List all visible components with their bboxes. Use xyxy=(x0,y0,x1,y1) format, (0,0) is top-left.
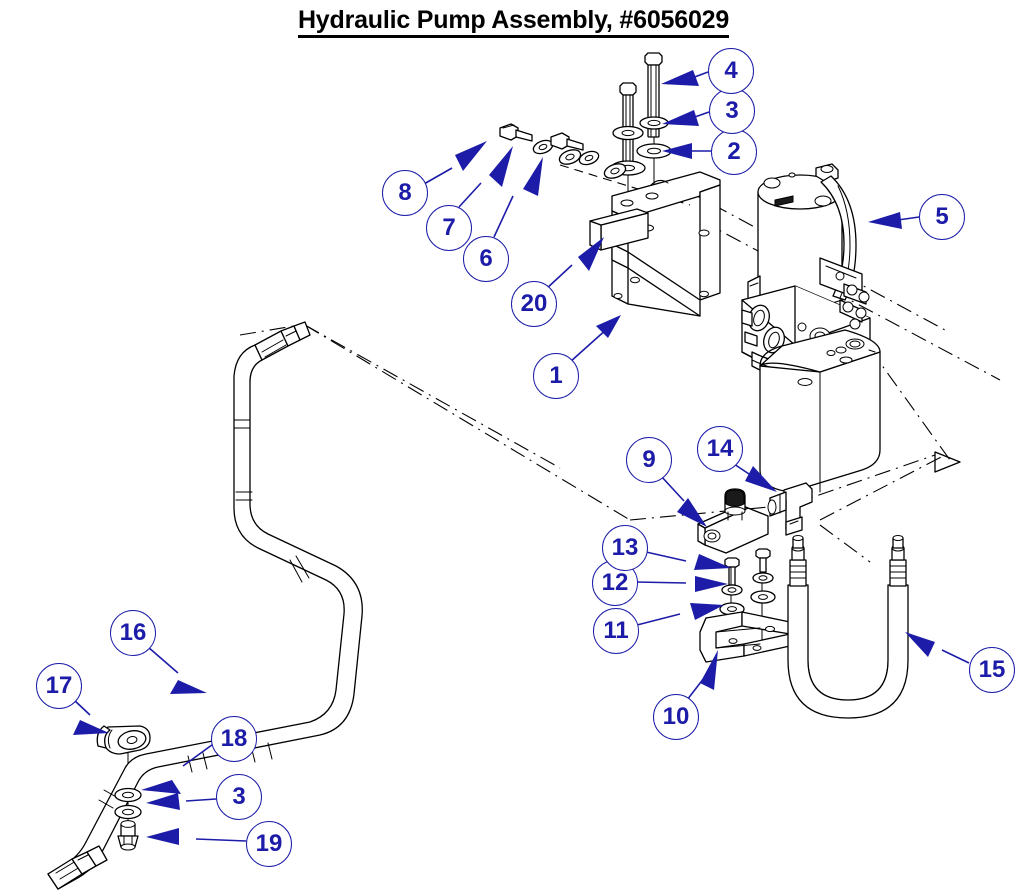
callout-balloon-1[interactable]: 1 xyxy=(533,353,579,399)
bolt-stud-lower xyxy=(117,820,139,851)
mounting-bracket xyxy=(611,171,721,317)
callout-balloon-17[interactable]: 17 xyxy=(36,663,82,709)
callout-balloon-13[interactable]: 13 xyxy=(602,525,648,571)
socket-bolt-left-2 xyxy=(550,132,584,151)
hydraulic-hose-long xyxy=(47,321,363,890)
elbow-fitting xyxy=(767,482,813,536)
flat-washer-11b xyxy=(750,590,776,604)
lock-washer-11b xyxy=(752,572,774,584)
hose-fitting-upper-left xyxy=(254,321,311,361)
callout-balloon-18[interactable]: 18 xyxy=(211,716,257,762)
callout-balloon-16[interactable]: 16 xyxy=(110,610,156,656)
callout-leaders xyxy=(72,70,970,845)
socket-bolt-left-1 xyxy=(499,123,533,142)
callout-balloon-20[interactable]: 20 xyxy=(511,281,557,327)
callout-balloon-6[interactable]: 6 xyxy=(463,236,509,282)
flat-washer-left-small xyxy=(558,149,582,165)
lock-washer-left-small xyxy=(532,139,554,155)
callout-balloon-8[interactable]: 8 xyxy=(382,170,428,216)
clamp-bracket xyxy=(699,611,791,663)
callout-balloon-3[interactable]: 3 xyxy=(709,88,755,134)
callout-balloon-15[interactable]: 15 xyxy=(969,647,1015,693)
construction-lines xyxy=(239,164,1001,563)
callout-balloon-7[interactable]: 7 xyxy=(426,205,472,251)
lock-washer-lower xyxy=(114,804,142,820)
callout-balloon-14[interactable]: 14 xyxy=(697,426,743,472)
callout-balloon-11[interactable]: 11 xyxy=(593,608,639,654)
hex-bolt-long-left xyxy=(619,82,637,164)
hex-bolt-short-b xyxy=(755,548,771,573)
lock-washer-11a xyxy=(721,584,743,596)
hex-bolt-short-a xyxy=(724,557,740,586)
callout-balloon-5[interactable]: 5 xyxy=(919,194,965,240)
valve-body xyxy=(697,488,769,554)
lock-washer-upper-right xyxy=(639,116,669,130)
callout-balloon-19[interactable]: 19 xyxy=(246,821,292,867)
hose-fitting-right xyxy=(889,535,907,587)
callout-balloon-10[interactable]: 10 xyxy=(653,694,699,740)
callout-balloon-9[interactable]: 9 xyxy=(626,437,672,483)
page-title-text: Hydraulic Pump Assembly, #6056029 xyxy=(297,6,729,38)
flat-washer-upper-left xyxy=(612,125,644,141)
flat-washer-lower xyxy=(114,787,142,803)
callout-balloon-4[interactable]: 4 xyxy=(708,48,754,94)
hose-fitting-lower-left xyxy=(47,845,108,890)
valve-ports-left xyxy=(744,304,785,354)
flat-washer-11a xyxy=(719,602,745,616)
flat-washer-left-small-2 xyxy=(603,163,627,179)
hose-clamp xyxy=(96,725,151,755)
callout-balloon-3-lower[interactable]: 3 xyxy=(216,774,262,820)
flat-washer-upper-right xyxy=(636,143,672,159)
hose-fitting-left xyxy=(789,535,807,587)
page-title: Hydraulic Pump Assembly, #6056029 xyxy=(0,6,1027,38)
lock-washer-left-small-2 xyxy=(578,150,600,166)
hydraulic-pump-motor xyxy=(741,163,881,493)
hydraulic-hose-short xyxy=(787,535,909,719)
callout-balloon-2[interactable]: 2 xyxy=(711,129,757,175)
